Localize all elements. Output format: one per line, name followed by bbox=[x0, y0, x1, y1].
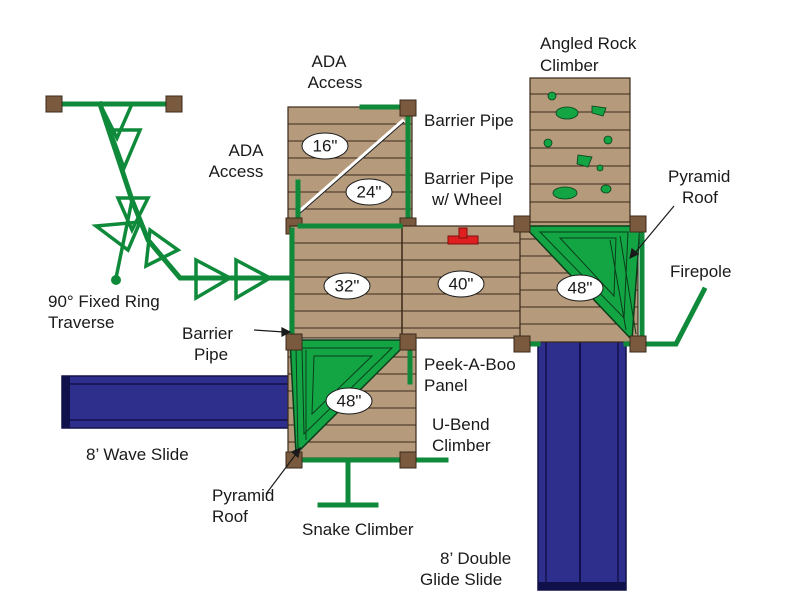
steering-wheel bbox=[447, 227, 479, 245]
bottom-deck bbox=[285, 333, 449, 508]
label-barrier-pipe-top: Barrier Pipe bbox=[424, 111, 514, 130]
svg-text:48": 48" bbox=[337, 392, 362, 411]
leader-lines bbox=[253, 205, 675, 495]
label-firepole: Firepole bbox=[670, 262, 731, 281]
svg-text:32": 32" bbox=[335, 277, 360, 296]
angled-rock-climber bbox=[529, 77, 631, 224]
double-glide-slide bbox=[537, 325, 627, 591]
svg-text:48": 48" bbox=[568, 279, 593, 298]
ada-upper-deck bbox=[285, 99, 417, 235]
height-24: 24" bbox=[345, 178, 393, 206]
label-snake-climber: Snake Climber bbox=[302, 520, 414, 539]
ring-traverse bbox=[45, 95, 293, 302]
right-deck bbox=[513, 215, 708, 353]
height-48-right: 48" bbox=[556, 274, 604, 302]
height-48-bottom: 48" bbox=[325, 387, 373, 415]
svg-text:40": 40" bbox=[449, 275, 474, 294]
snake-climber bbox=[317, 457, 379, 508]
climbing-rocks bbox=[543, 91, 613, 200]
svg-text:16": 16" bbox=[313, 137, 338, 156]
height-16: 16" bbox=[301, 132, 349, 160]
height-markers: 16" 24" 32" 40" 48" 48" bbox=[301, 132, 604, 415]
height-32: 32" bbox=[323, 272, 371, 300]
height-40: 40" bbox=[437, 270, 485, 298]
label-wave-slide: 8’ Wave Slide bbox=[86, 445, 189, 464]
wave-slide bbox=[61, 375, 295, 429]
svg-text:24": 24" bbox=[357, 183, 382, 202]
